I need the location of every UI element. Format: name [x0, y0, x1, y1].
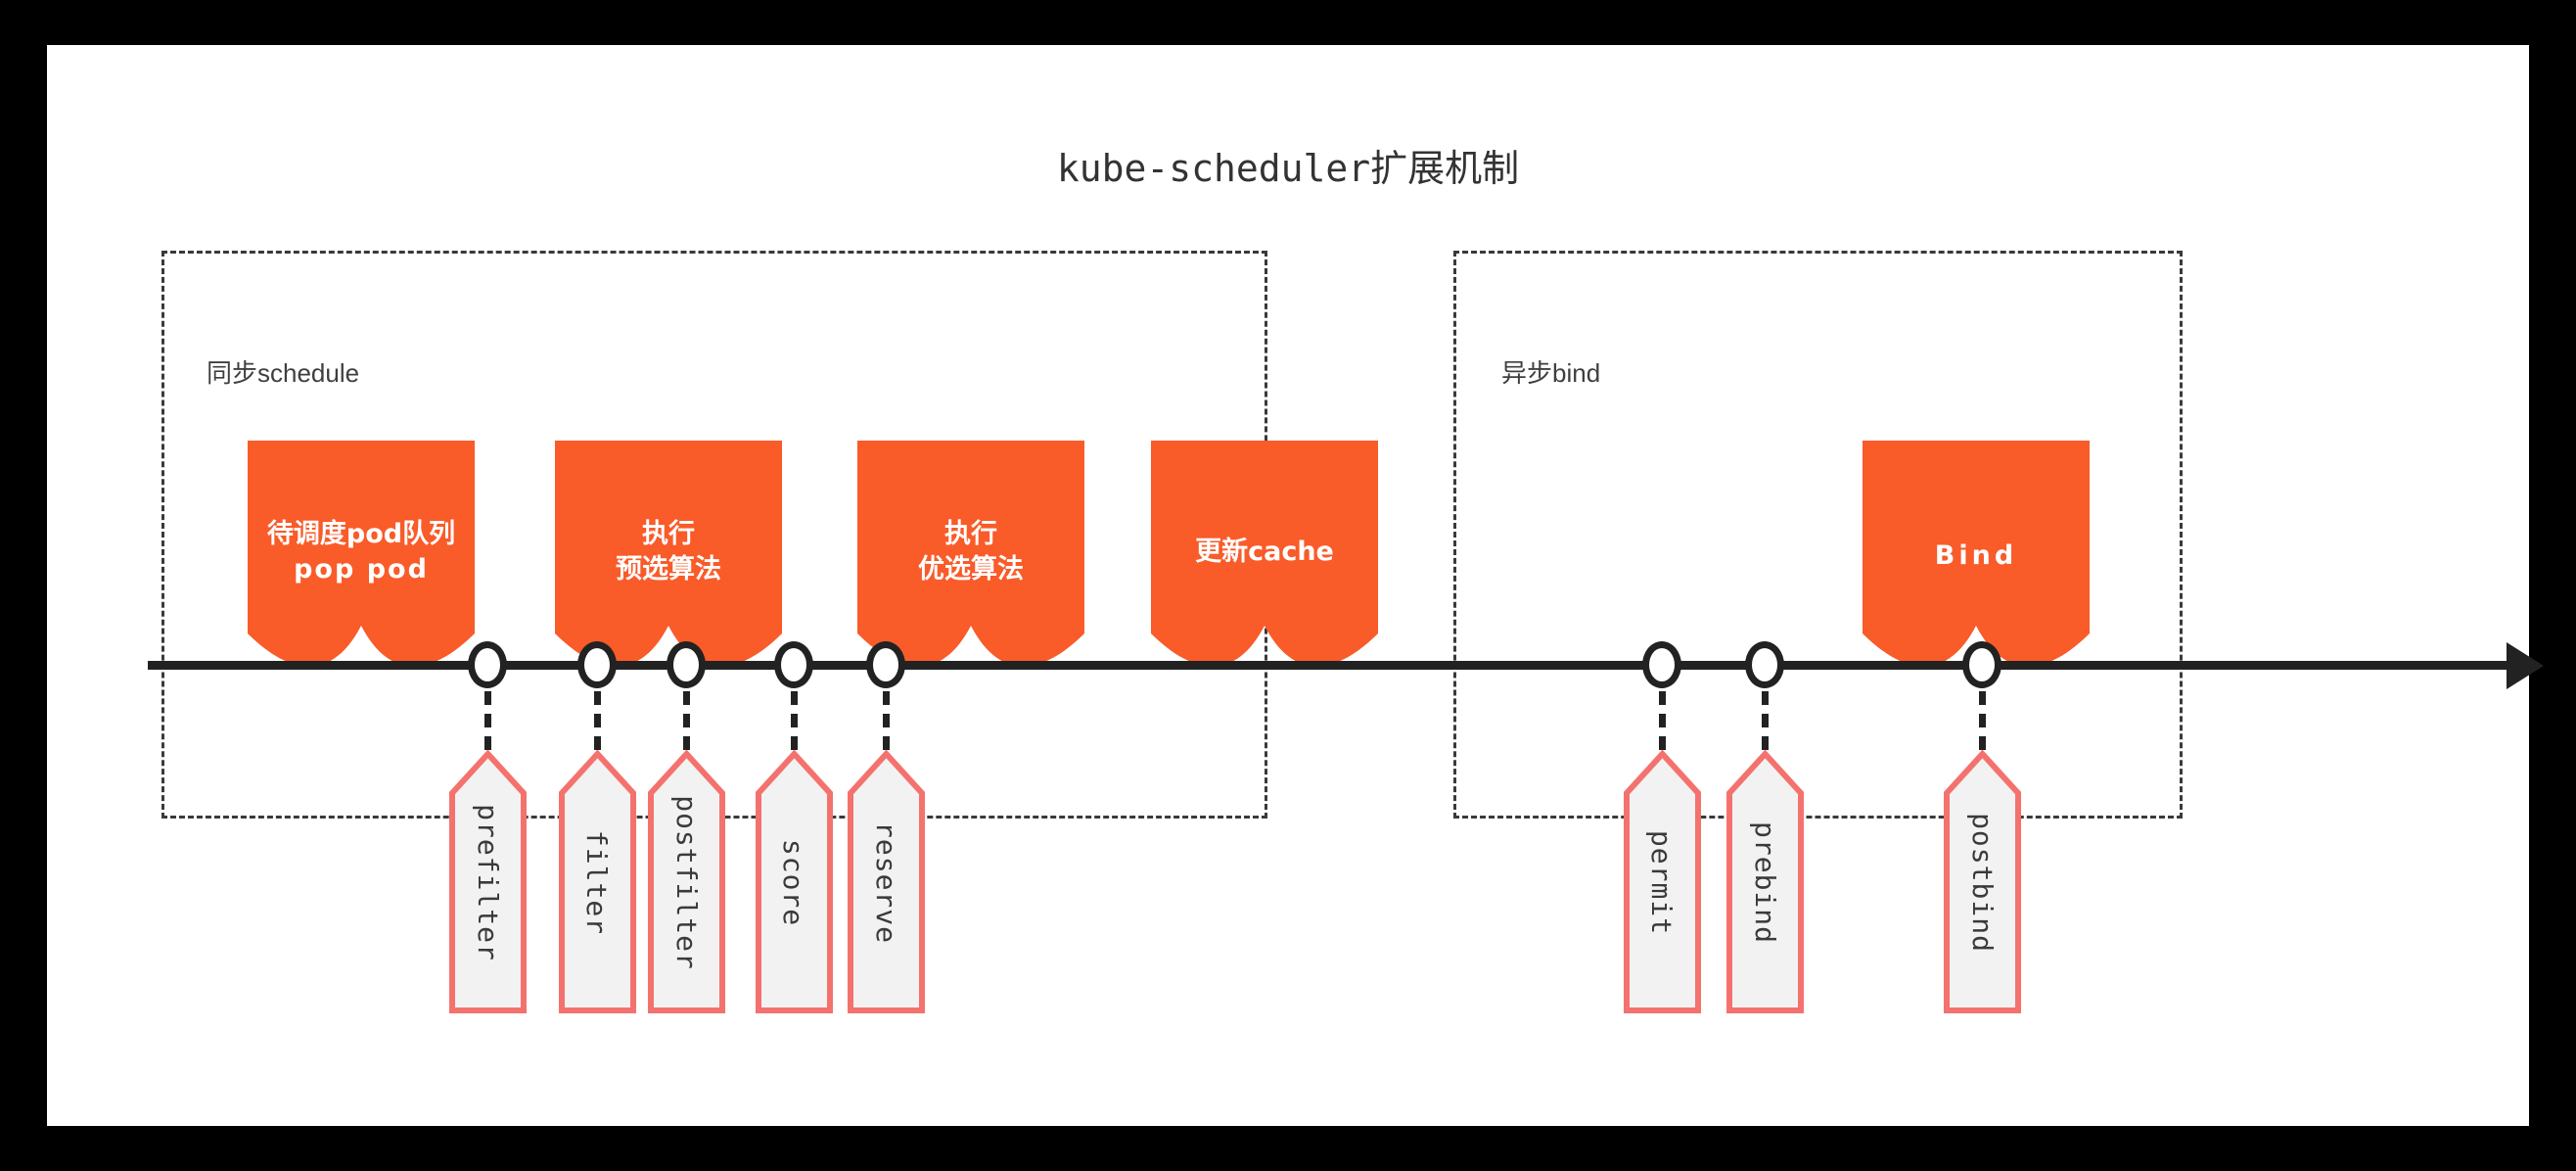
connector-filter [594, 691, 601, 750]
node-score[interactable] [774, 641, 813, 688]
timeline-arrow-icon [2507, 642, 2544, 689]
node-prefilter[interactable] [468, 641, 507, 688]
connector-score [791, 691, 798, 750]
timeline-axis [148, 661, 2534, 670]
node-prebind[interactable] [1745, 641, 1784, 688]
node-permit[interactable] [1642, 641, 1681, 688]
connector-reserve [883, 691, 890, 750]
node-postbind[interactable] [1962, 641, 2001, 688]
connector-permit [1659, 691, 1666, 750]
node-filter[interactable] [577, 641, 617, 688]
connector-postfilter [683, 691, 690, 750]
tag-permit[interactable]: permit [1622, 750, 1703, 1015]
diagram-canvas: kube-scheduler扩展机制 同步schedule 异步bind 待调度… [47, 45, 2544, 1126]
phase-container-async [1453, 251, 2183, 819]
connector-postbind [1979, 691, 1986, 750]
tag-postfilter[interactable]: postfilter [646, 750, 727, 1015]
node-reserve[interactable] [866, 641, 905, 688]
tag-score[interactable]: score [754, 750, 835, 1015]
phase-label-async: 异步bind [1501, 358, 1601, 388]
connector-prebind [1762, 691, 1769, 750]
banner-update-cache: 更新cache [1151, 441, 1378, 680]
tag-filter[interactable]: filter [557, 750, 638, 1015]
tag-postbind[interactable]: postbind [1942, 750, 2023, 1015]
tag-prefilter[interactable]: prefilter [447, 750, 529, 1015]
connector-prefilter [484, 691, 491, 750]
tag-reserve[interactable]: reserve [846, 750, 927, 1015]
tag-prebind[interactable]: prebind [1725, 750, 1806, 1015]
page-title: kube-scheduler扩展机制 [1056, 147, 1520, 190]
node-postfilter[interactable] [667, 641, 706, 688]
phase-label-sync: 同步schedule [207, 358, 360, 388]
